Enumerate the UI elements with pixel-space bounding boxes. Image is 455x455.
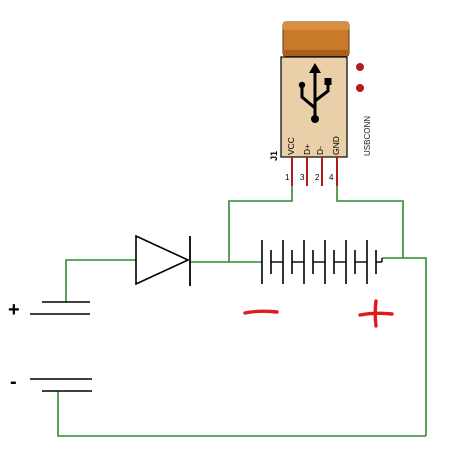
connector-part-label: USBCONN <box>363 116 372 156</box>
pin-number-d-plus: 3 <box>300 173 305 182</box>
wire-vcc <box>228 186 293 262</box>
pin-label-gnd: GND <box>331 136 341 155</box>
wire-pack-to-right <box>382 257 427 436</box>
usb-connector[interactable]: VCC D+ D- GND J1 USBCONN 1 3 2 4 <box>269 21 372 186</box>
connector-pins <box>291 157 338 186</box>
usb-plug-shell-highlight <box>283 22 349 30</box>
wire-supply-to-diode <box>65 259 136 302</box>
supply-negative-label: - <box>10 371 17 393</box>
pin-label-vcc: VCC <box>286 137 296 155</box>
supply-battery[interactable] <box>30 301 92 392</box>
pin-label-d-minus: D- <box>315 146 325 155</box>
battery-pack[interactable] <box>261 240 383 284</box>
connector-ref-label: J1 <box>269 151 279 161</box>
plus-annotation-vertical <box>373 299 378 328</box>
indicator-dot-bottom <box>356 84 364 92</box>
usb-icon <box>298 63 332 123</box>
indicator-dot-top <box>356 63 364 71</box>
diode-body <box>135 234 190 286</box>
minus-annotation <box>243 309 279 315</box>
wire-bottom-return <box>57 391 426 437</box>
pin-label-d-plus: D+ <box>302 144 312 155</box>
wires <box>57 186 427 437</box>
polarity-annotations <box>243 299 394 328</box>
wire-gnd <box>336 186 404 258</box>
pin-number-vcc: 1 <box>285 173 290 182</box>
diode[interactable] <box>135 234 191 286</box>
pin-number-gnd: 4 <box>329 173 334 182</box>
usb-plug-shell-shadow <box>283 50 349 56</box>
supply-positive-label: + <box>8 299 20 321</box>
pin-number-d-minus: 2 <box>315 173 320 182</box>
